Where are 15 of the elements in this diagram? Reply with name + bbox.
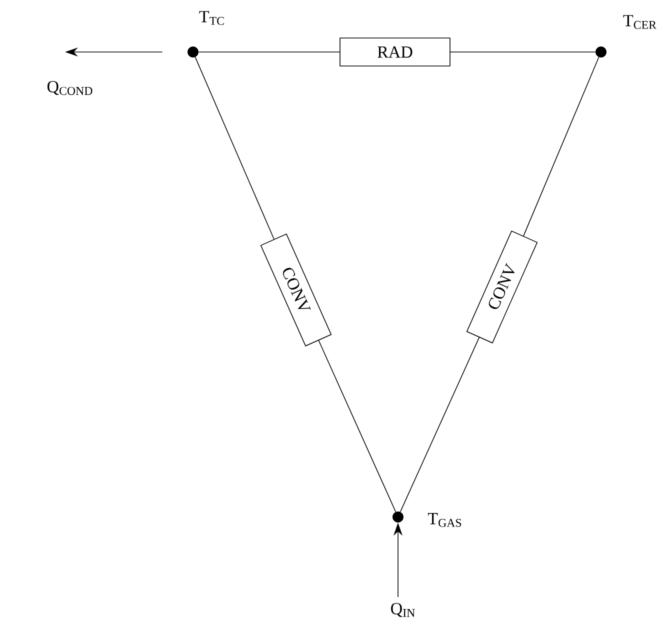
resistor-box: CONV: [466, 230, 538, 344]
junction-dot: [188, 46, 198, 58]
wire: [400, 337, 480, 512]
wire: [318, 340, 396, 512]
wire: [523, 56, 600, 236]
resistor-box: RAD: [340, 38, 450, 66]
temperature-label: T$_{GAS}$: [428, 513, 462, 527]
junction-dot: [596, 46, 606, 58]
wire: [194, 56, 274, 240]
heat-flow-label: Q$_{IN}$: [389, 602, 417, 618]
junction-dot: [392, 511, 404, 522]
resistor-box: CONV: [260, 234, 332, 346]
temperature-label: T$_{TC}$: [199, 11, 224, 25]
temperature-label: T$_{CER}$: [623, 15, 656, 29]
heat-flow-label: Q$_{COND}$: [46, 80, 94, 96]
